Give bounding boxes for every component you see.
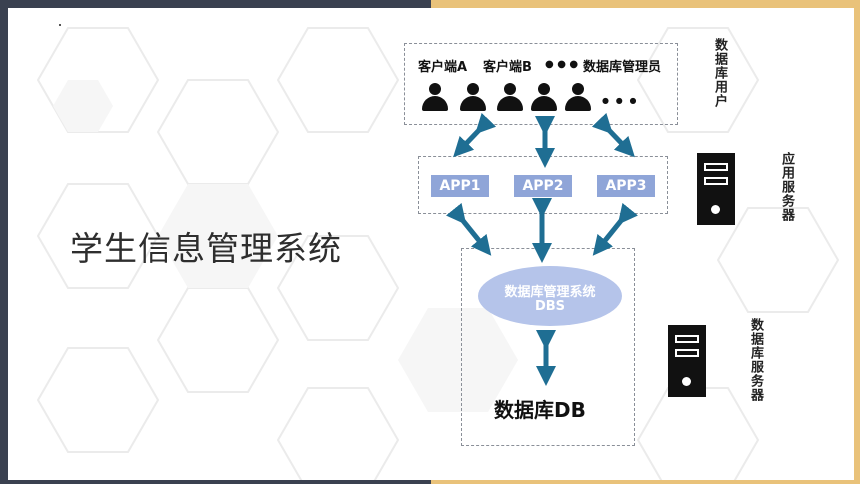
db-server-icon [668,325,706,397]
app2-box: APP2 [514,175,572,197]
database-label: 数据库DB [494,398,586,422]
dbs-label: DBS [534,299,566,314]
double-arrow-icon [592,202,639,256]
bottom-accent-bar-dark [0,480,431,484]
user-icon [531,83,557,113]
decorative-dot [59,24,61,26]
double-arrow-icon [591,112,635,158]
hexagon-background-pattern [36,27,840,480]
client-a-label: 客户端A [418,60,468,75]
top-accent-bar-gold [431,0,860,8]
user-icon [460,83,486,113]
slide-title: 学生信息管理系统 [70,229,342,268]
app-server-label: 应用服务器 [779,152,794,222]
app-server-icon [697,153,735,225]
app3-box: APP3 [597,175,655,197]
ellipsis-label: ● ● ● [545,59,579,70]
user-icon [497,83,523,113]
db-server-label: 数据库服务器 [748,318,763,402]
bottom-accent-bar-gold [431,480,860,484]
more-users-ellipsis: ● ● ● [602,96,639,105]
app1-box: APP1 [431,175,489,197]
top-accent-bar-dark [0,0,431,8]
double-arrow-icon [445,202,492,256]
dbms-label: 数据库管理系统 [504,285,596,300]
user-icon [422,83,448,113]
left-accent-bar [0,0,8,484]
double-arrow-icon [453,112,497,158]
dba-label: 数据库管理员 [583,60,662,75]
db-users-label: 数据库用户 [712,38,727,108]
dbms-ellipse [478,266,622,326]
right-accent-bar [854,0,860,484]
user-icon [565,83,591,113]
client-b-label: 客户端B [483,60,532,75]
